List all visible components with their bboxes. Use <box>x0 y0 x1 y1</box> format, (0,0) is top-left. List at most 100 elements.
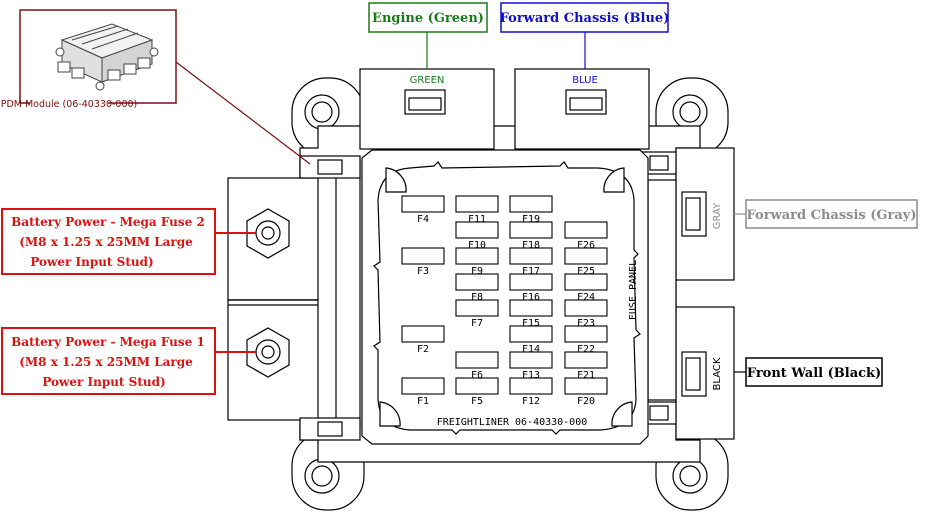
fuse-f6: F6 <box>455 351 499 381</box>
fuse-slot <box>509 247 553 265</box>
fuse-f24: F24 <box>564 273 608 303</box>
fuse-f1: F1 <box>401 377 445 407</box>
fuse-panel-label: FUSE PANEL <box>628 260 639 320</box>
fuse-label: F4 <box>417 214 429 225</box>
fuse-slot <box>455 351 499 369</box>
fuse-label: F6 <box>471 370 483 381</box>
fuse-slot <box>509 325 553 343</box>
fuse-f14: F14 <box>509 325 553 355</box>
fuse-label: F15 <box>522 318 540 329</box>
fuse-f10: F10 <box>455 221 499 251</box>
fuse-slot <box>564 325 608 343</box>
fuse-slot <box>564 299 608 317</box>
fuse-label: F19 <box>522 214 540 225</box>
fuse-f20: F20 <box>564 377 608 407</box>
fuse-label: F2 <box>417 344 429 355</box>
fuse-f22: F22 <box>564 325 608 355</box>
fuse-label: F23 <box>577 318 595 329</box>
svg-text:Battery Power - Mega Fuse 1: Battery Power - Mega Fuse 1 <box>11 335 205 349</box>
fuse-panel-frame <box>361 149 649 445</box>
svg-text:Power Input Stud): Power Input Stud) <box>30 255 153 269</box>
callout-engine: Engine (Green) <box>368 2 488 33</box>
fuse-slot <box>455 247 499 265</box>
fuse-f13: F13 <box>509 351 553 381</box>
fuse-f8: F8 <box>455 273 499 303</box>
fuse-label: F14 <box>522 344 540 355</box>
connector-label-green: GREEN <box>410 75 445 86</box>
fuse-slot <box>401 325 445 343</box>
fuse-slot <box>509 351 553 369</box>
fuse-slot <box>509 273 553 291</box>
fuse-slot <box>564 221 608 239</box>
fuse-f19: F19 <box>509 195 553 225</box>
fuse-slot <box>455 377 499 395</box>
callout-mega-fuse-1: Battery Power - Mega Fuse 1 (M8 x 1.25 x… <box>1 327 216 395</box>
fuse-f25: F25 <box>564 247 608 277</box>
svg-text:Power Input Stud): Power Input Stud) <box>42 375 165 389</box>
callout-front-wall: Front Wall (Black) <box>745 357 883 387</box>
mega-fuse-2-stud <box>246 208 290 259</box>
fuse-slot <box>455 273 499 291</box>
fuse-slot <box>455 221 499 239</box>
leader-lines <box>175 32 746 373</box>
fuse-f12: F12 <box>509 377 553 407</box>
pdm-module-image <box>55 23 159 91</box>
svg-text:PDM Module (06-40330-000): PDM Module (06-40330-000) <box>1 99 138 110</box>
fuse-f26: F26 <box>564 221 608 251</box>
fuse-slot <box>455 195 499 213</box>
connector-label-blue: BLUE <box>572 75 598 86</box>
fuse-label: F25 <box>577 266 595 277</box>
fuse-f15: F15 <box>509 299 553 329</box>
fuse-label: F12 <box>522 396 540 407</box>
fuse-label: F5 <box>471 396 483 407</box>
fuse-label: F1 <box>417 396 429 407</box>
fuse-slot <box>564 351 608 369</box>
fuse-f23: F23 <box>564 299 608 329</box>
connector-label-black: BLACK <box>712 357 723 390</box>
fuse-f21: F21 <box>564 351 608 381</box>
fuse-slot <box>564 247 608 265</box>
svg-text:Engine (Green): Engine (Green) <box>372 11 484 26</box>
svg-text:Front Wall (Black): Front Wall (Black) <box>747 366 881 381</box>
fuse-label: F18 <box>522 240 540 251</box>
fuse-f9: F9 <box>455 247 499 277</box>
fuse-slot <box>564 377 608 395</box>
fuse-label: F3 <box>417 266 429 277</box>
fuse-slot <box>509 195 553 213</box>
callout-mega-fuse-2: Battery Power - Mega Fuse 2 (M8 x 1.25 x… <box>1 208 216 275</box>
fuse-label: F16 <box>522 292 540 303</box>
callout-forward-chassis-blue: Forward Chassis (Blue) <box>500 2 670 33</box>
fuse-label: F9 <box>471 266 483 277</box>
fuse-label: F10 <box>468 240 486 251</box>
fuse-f3: F3 <box>401 247 445 277</box>
connector-label-gray: GRAY <box>712 202 723 229</box>
svg-text:Forward Chassis (Blue): Forward Chassis (Blue) <box>500 11 670 26</box>
fuse-label: F7 <box>471 318 483 329</box>
fuse-label: F8 <box>471 292 483 303</box>
fuse-f17: F17 <box>509 247 553 277</box>
fuse-label: F24 <box>577 292 595 303</box>
svg-text:(M8 x 1.25 x 25MM Large: (M8 x 1.25 x 25MM Large <box>19 235 193 249</box>
fuse-slot <box>509 221 553 239</box>
fuse-label: F11 <box>468 214 486 225</box>
fuse-label: F22 <box>577 344 595 355</box>
svg-text:Battery Power - Mega Fuse 2: Battery Power - Mega Fuse 2 <box>11 215 205 229</box>
fuse-f2: F2 <box>401 325 445 355</box>
fuse-f16: F16 <box>509 273 553 303</box>
fuse-label: F20 <box>577 396 595 407</box>
fuse-slot <box>509 377 553 395</box>
fuse-f18: F18 <box>509 221 553 251</box>
fuse-slot <box>509 299 553 317</box>
fuse-label: F26 <box>577 240 595 251</box>
fuse-slot <box>401 377 445 395</box>
callout-pdm-module: PDM Module (06-40330-000) <box>1 9 177 110</box>
fuse-label: F21 <box>577 370 595 381</box>
fuse-slot <box>401 247 445 265</box>
fuse-f5: F5 <box>455 377 499 407</box>
fuse-slot <box>564 273 608 291</box>
fuse-f4: F4 <box>401 195 445 225</box>
fuse-slot <box>455 299 499 317</box>
fuse-f11: F11 <box>455 195 499 225</box>
svg-text:Forward Chassis (Gray): Forward Chassis (Gray) <box>747 208 917 223</box>
